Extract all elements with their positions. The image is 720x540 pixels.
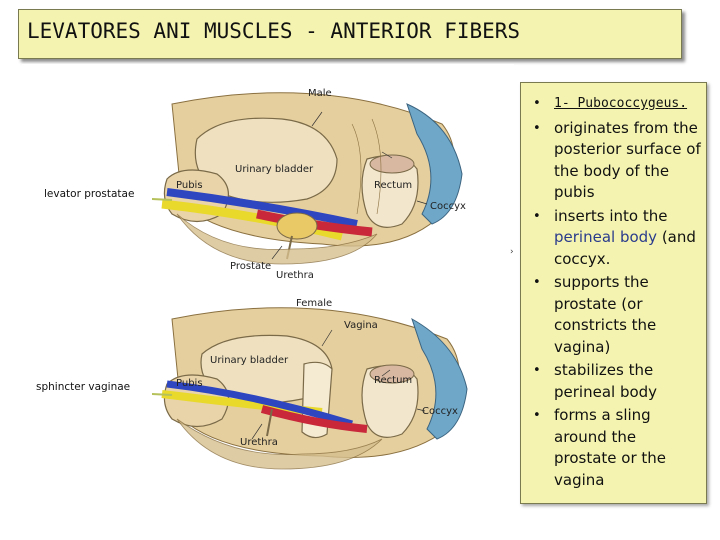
anatomy-figure: Male Urinary bladder Pubis Rectum Coccyx… bbox=[22, 64, 514, 524]
slide-title: LEVATORES ANI MUSCLES - ANTERIOR FIBERS bbox=[27, 19, 521, 43]
list-item: • stabilizes the perineal body bbox=[521, 360, 706, 403]
female-urinary-bladder-label: Urinary bladder bbox=[210, 355, 289, 366]
female-urethra-label: Urethra bbox=[240, 437, 278, 448]
notes-box: • 1- Pubococcygeus. • originates from th… bbox=[520, 82, 707, 504]
slide-title-box: LEVATORES ANI MUSCLES - ANTERIOR FIBERS bbox=[18, 9, 682, 59]
female-coccyx-label: Coccyx bbox=[422, 406, 458, 417]
insertion-text-after: (and coccyx. bbox=[554, 228, 696, 268]
male-pubis-label: Pubis bbox=[176, 180, 203, 191]
list-item: • inserts into the perineal body (and co… bbox=[521, 206, 706, 271]
male-heading: Male bbox=[308, 88, 332, 99]
bullet-icon: • bbox=[533, 208, 541, 224]
male-rectum-label: Rectum bbox=[374, 180, 413, 191]
stabilize-text: stabilizes the perineal body bbox=[554, 361, 658, 401]
male-coccyx-label: Coccyx bbox=[430, 201, 466, 212]
stray-mark: › bbox=[510, 247, 514, 257]
female-rectum-label: Rectum bbox=[374, 375, 413, 386]
sling-text: forms a sling around the prostate or the… bbox=[554, 406, 667, 489]
bullet-icon: • bbox=[533, 363, 541, 378]
insertion-text: inserts into the bbox=[554, 206, 668, 225]
support-text: supports the prostate (or constricts the… bbox=[554, 273, 657, 356]
notes-list: • 1- Pubococcygeus. • originates from th… bbox=[521, 93, 706, 491]
male-diagram bbox=[151, 92, 463, 265]
pubococcygeus-heading: 1- Pubococcygeus. bbox=[554, 96, 688, 111]
list-item: • forms a sling around the prostate or t… bbox=[521, 405, 706, 491]
levator-prostatae-label: levator prostatae bbox=[44, 188, 135, 200]
list-item: • originates from the posterior surface … bbox=[521, 118, 706, 204]
list-item: • supports the prostate (or constricts t… bbox=[521, 272, 706, 358]
male-prostate-label: Prostate bbox=[230, 261, 272, 272]
female-diagram bbox=[151, 307, 468, 470]
female-vagina-label: Vagina bbox=[344, 320, 378, 331]
female-pubis-label: Pubis bbox=[176, 378, 203, 389]
bullet-icon: • bbox=[533, 275, 541, 290]
bullet-icon: • bbox=[533, 96, 541, 111]
sphincter-vaginae-label: sphincter vaginae bbox=[36, 381, 131, 393]
list-item: • 1- Pubococcygeus. bbox=[521, 93, 706, 115]
male-urinary-bladder-label: Urinary bladder bbox=[235, 164, 314, 175]
pelvic-floor-illustration bbox=[151, 92, 468, 470]
perineal-body-highlight: perineal body bbox=[554, 228, 658, 246]
bullet-icon: • bbox=[533, 408, 541, 423]
female-heading: Female bbox=[296, 298, 333, 309]
origin-text: originates from the posterior surface of… bbox=[554, 118, 701, 202]
male-urethra-label: Urethra bbox=[276, 270, 314, 281]
bullet-icon: • bbox=[533, 120, 541, 136]
